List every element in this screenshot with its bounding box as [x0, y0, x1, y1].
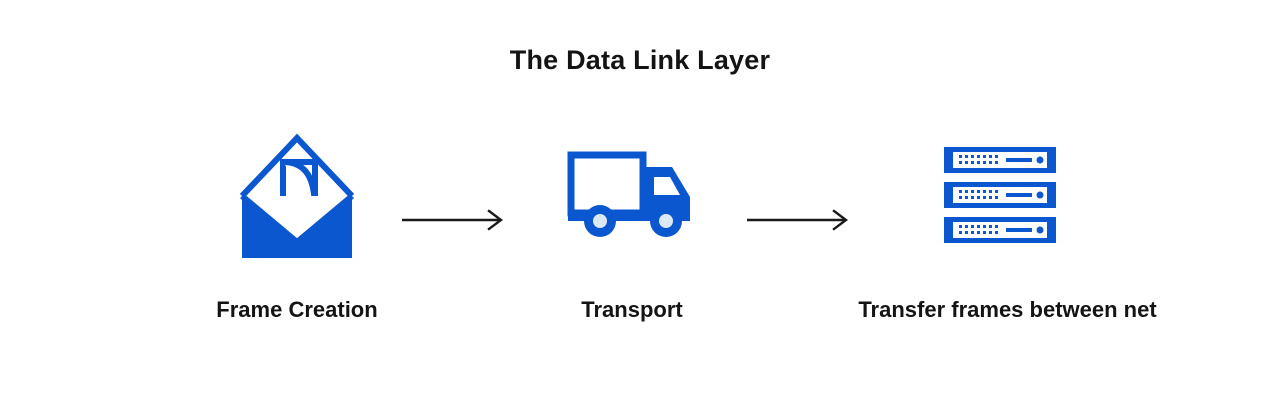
arrow-right-icon-1	[400, 205, 520, 235]
server-unit	[944, 182, 1056, 208]
stage-label-frame-creation: Frame Creation	[216, 297, 378, 322]
server-unit	[944, 147, 1056, 173]
delivery-truck-icon	[532, 120, 732, 270]
open-envelope-icon	[197, 120, 397, 270]
process-flow	[0, 120, 1280, 280]
page-title: The Data Link Layer	[509, 45, 771, 75]
stage-transport	[532, 120, 732, 280]
arrow-right-icon-2	[745, 205, 865, 235]
stage-frame-creation	[197, 120, 397, 280]
server-stack-icon	[900, 120, 1100, 270]
server-unit	[944, 217, 1056, 243]
stage-label-transport: Transport	[581, 297, 683, 322]
stage-transfer-frames	[900, 120, 1100, 280]
stage-label-transfer-frames: Transfer frames between net	[858, 297, 1157, 322]
stage-labels: Frame Creation Transport Transfer frames…	[0, 297, 1280, 331]
